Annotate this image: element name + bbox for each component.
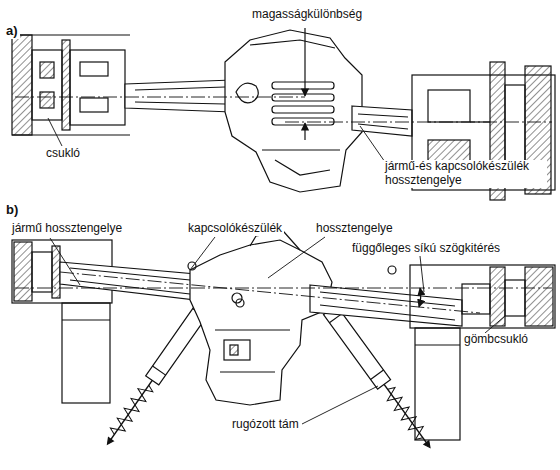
drawing-rect — [52, 246, 60, 298]
drawing-path — [225, 30, 362, 192]
drawing-use — [324, 305, 437, 452]
drawing-line — [190, 237, 215, 270]
drawing-line — [135, 87, 225, 90]
drawing-path — [190, 240, 332, 405]
drawing-line — [48, 118, 62, 146]
drawing-line — [420, 256, 424, 292]
drawing-circle — [236, 299, 244, 307]
drawing-line — [320, 305, 455, 320]
axis-label: hossztengelye — [314, 222, 395, 236]
dimension-label: magasságkülönbség — [250, 8, 364, 22]
drawing-rect — [224, 340, 250, 360]
drawing-rect — [525, 267, 553, 326]
axis-label: jármű hossztengelye — [10, 222, 124, 236]
drawing-line — [302, 386, 378, 424]
drawing-rect — [490, 267, 505, 326]
drawing-line — [70, 280, 190, 294]
part-name: kapcsolókészülék — [186, 222, 284, 236]
drawing-rect — [272, 82, 334, 89]
drawing-path — [419, 288, 421, 307]
drawing-line — [485, 316, 505, 333]
drawing-line — [15, 97, 305, 98]
drawing-rect — [272, 106, 334, 113]
part-b — [12, 232, 555, 452]
drawing-line — [268, 237, 325, 278]
drawing-rect — [428, 90, 470, 122]
drawing-line — [304, 28, 305, 96]
drawing-line — [70, 268, 190, 280]
drawing-polygon — [60, 262, 196, 300]
drawing-rect — [62, 303, 110, 403]
drawing-polygon — [125, 80, 232, 112]
drawing-line — [50, 238, 80, 285]
drawing-line — [304, 123, 305, 140]
part-a — [12, 28, 555, 200]
part-name: gömbcsukló — [462, 333, 530, 347]
drawing-rect — [40, 92, 54, 108]
drawing-line — [415, 344, 460, 345]
drawing-rect — [70, 50, 125, 125]
drawing-line — [358, 114, 408, 117]
drawing-circle — [232, 293, 242, 303]
drawing-path — [215, 329, 290, 330]
drawing-rect — [415, 328, 460, 440]
drawing-rect — [12, 35, 32, 135]
drawing-rect — [62, 40, 70, 130]
drawing-polygon — [352, 106, 412, 136]
drawing-rect — [40, 62, 54, 78]
drawing-polygon — [310, 285, 462, 326]
drawing-use — [101, 300, 212, 448]
drawing-rect — [32, 50, 62, 120]
drawing-line — [12, 34, 130, 35]
drawing-path — [262, 149, 340, 150]
angle-label: függőleges síkú szögkitérés — [350, 242, 502, 256]
part-name: rugózott tám — [230, 418, 301, 432]
drawing-rect — [32, 252, 52, 292]
drawing-rect — [14, 242, 32, 301]
axis-label: jármű-és kapcsolókészülék hossztengelye — [383, 160, 547, 188]
drawing-line — [358, 124, 408, 129]
drawing-rect — [80, 98, 108, 112]
drawing-line — [12, 134, 130, 135]
drawing-line — [15, 288, 552, 289]
drawing-rect — [462, 284, 490, 314]
drawing-path — [220, 371, 275, 372]
drawing-path — [275, 160, 330, 175]
drawing-path — [250, 40, 335, 48]
figure-letter: a) — [4, 24, 20, 39]
figure-letter: b) — [4, 203, 20, 218]
part-name: csukló — [44, 147, 82, 161]
drawing-line — [62, 319, 110, 320]
drawing-rect — [230, 345, 238, 355]
drawing-rect — [272, 118, 334, 125]
drawing-line — [360, 126, 385, 162]
drawing-line — [285, 122, 552, 123]
drawing-line — [135, 102, 225, 104]
drawing-rect — [505, 85, 525, 165]
drawing-rect — [272, 94, 334, 101]
drawing-rect — [80, 62, 108, 76]
drawing-line — [60, 272, 480, 313]
drawing-rect — [505, 280, 525, 316]
drawing-circle — [388, 266, 396, 274]
drawing-path — [236, 83, 258, 103]
drawing-rect — [410, 265, 555, 328]
